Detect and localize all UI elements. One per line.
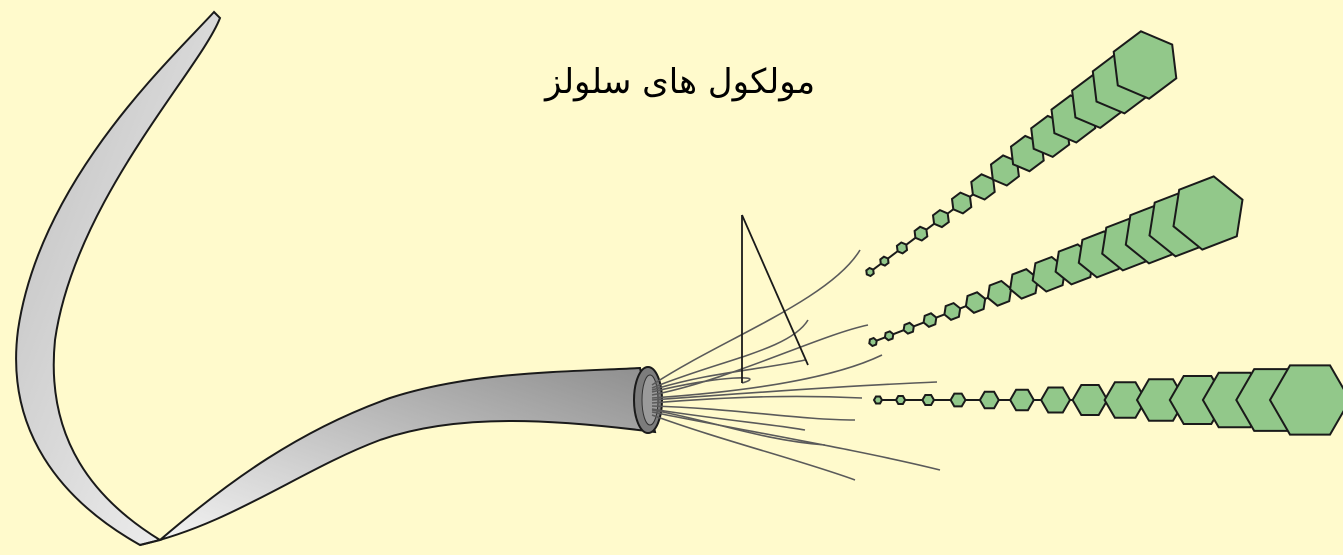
glucose-unit-hexagon bbox=[944, 303, 960, 320]
glucose-unit-hexagon bbox=[904, 323, 914, 334]
glucose-unit-hexagon bbox=[971, 174, 994, 199]
glucose-unit-hexagon bbox=[1114, 31, 1177, 98]
glycosidic-bond bbox=[906, 238, 915, 245]
glucose-unit-hexagon bbox=[980, 392, 999, 408]
glycosidic-bond bbox=[936, 314, 944, 317]
glucose-unit-hexagon bbox=[897, 243, 907, 254]
glycosidic-bond bbox=[926, 224, 934, 230]
glucose-unit-hexagon bbox=[885, 331, 893, 340]
glucose-unit-hexagon bbox=[915, 227, 928, 241]
glycosidic-bond bbox=[914, 323, 924, 327]
glucose-unit-hexagon bbox=[896, 396, 905, 404]
glucose-unit-hexagon bbox=[922, 395, 934, 405]
cellulose-chains bbox=[866, 31, 1343, 434]
glucose-unit-hexagon bbox=[966, 292, 985, 313]
glucose-unit-hexagon bbox=[869, 338, 876, 346]
glycosidic-bond bbox=[873, 264, 881, 270]
glucose-unit-hexagon bbox=[874, 397, 882, 404]
glucose-unit-hexagon bbox=[1041, 388, 1070, 413]
glucose-unit-hexagon bbox=[1010, 390, 1034, 410]
glycosidic-bond bbox=[893, 330, 903, 334]
glucose-unit-hexagon bbox=[866, 268, 873, 276]
glucose-unit-hexagon bbox=[951, 394, 966, 407]
glycosidic-bond bbox=[888, 251, 898, 258]
glucose-unit-hexagon bbox=[924, 313, 937, 327]
glucose-unit-hexagon bbox=[952, 193, 971, 214]
glycosidic-bond bbox=[877, 337, 885, 340]
fiber-tail bbox=[16, 12, 220, 545]
microfibril-strands bbox=[652, 250, 940, 480]
glucose-unit-hexagon bbox=[880, 257, 888, 266]
fiber-body bbox=[140, 368, 655, 545]
glucose-unit-hexagon bbox=[933, 210, 949, 227]
glucose-unit-hexagon bbox=[1073, 385, 1108, 415]
label-pointer-lines bbox=[742, 215, 808, 383]
cellulose-molecules-label: مولکول های سلولز bbox=[520, 62, 840, 102]
glucose-unit-hexagon bbox=[988, 281, 1011, 306]
